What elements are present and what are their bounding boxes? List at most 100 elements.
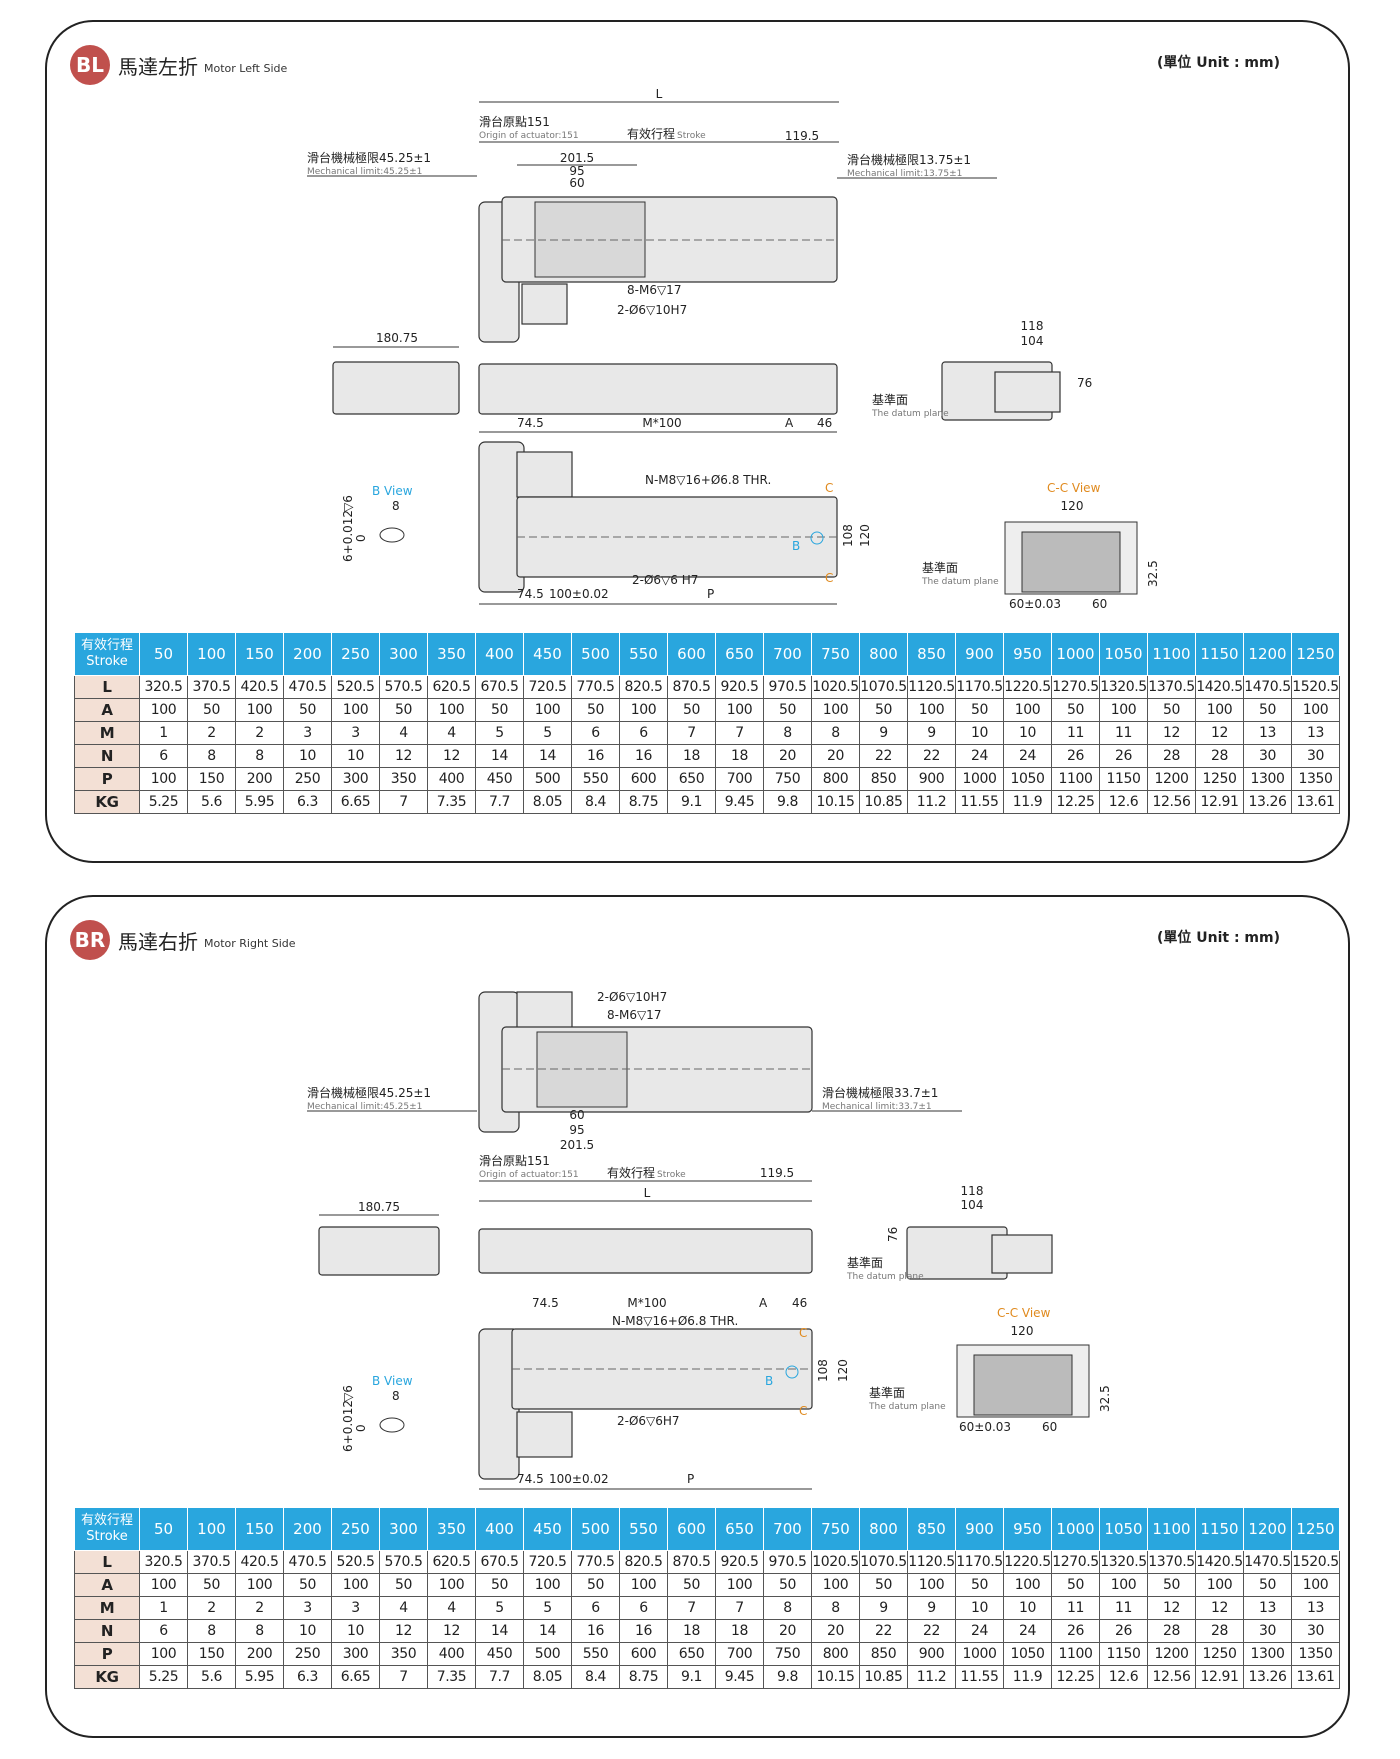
dim-119-5: 119.5 — [785, 129, 819, 143]
table-cell: 420.5 — [235, 1550, 284, 1574]
table-cell: 5 — [523, 721, 572, 745]
table-cell: 370.5 — [187, 1550, 236, 1574]
table-cell: 10 — [1003, 1596, 1052, 1620]
table-cell: 100 — [427, 698, 476, 722]
table-cell: 12 — [427, 744, 476, 768]
datum-zh-2: 基準面 — [869, 1385, 905, 1400]
table-cell: 10 — [283, 1619, 332, 1643]
dim-m6: 8-M6▽17 — [627, 283, 681, 297]
dim-60-b: 60 — [1092, 597, 1107, 611]
table-cell: 900 — [907, 1642, 956, 1666]
table-cell: 7 — [379, 1665, 428, 1689]
table-cell: 6 — [139, 1619, 188, 1643]
dim-76: 76 — [886, 1227, 900, 1242]
dim-180-75: 180.75 — [358, 1200, 400, 1214]
table-cell: 8.05 — [523, 790, 572, 814]
datum-en: The datum plane — [871, 409, 949, 419]
mech-right-en: Mechanical limit:33.7±1 — [822, 1102, 932, 1112]
table-cell: 30 — [1291, 1619, 1340, 1643]
dim-120: 120 — [858, 524, 872, 547]
dim-6v6: 2-Ø6▽6H7 — [617, 1414, 680, 1428]
table-cell: 20 — [763, 1619, 812, 1643]
table-cell: 570.5 — [379, 675, 428, 699]
table-cell: 5.95 — [235, 790, 284, 814]
table-header-cell: 1200 — [1243, 632, 1292, 676]
table-cell: 8.75 — [619, 790, 668, 814]
table-cell: 22 — [907, 1619, 956, 1643]
table-header-cell: 400 — [475, 632, 524, 676]
table-header-cell: 700 — [763, 632, 812, 676]
datum-en-2: The datum plane — [868, 1402, 946, 1412]
stroke-zh: 有效行程 — [607, 1165, 655, 1180]
table-cell: 12 — [379, 744, 428, 768]
table-cell: 9 — [859, 1596, 908, 1620]
dim-201-5: 201.5 — [560, 1138, 594, 1152]
table-cell: 8.4 — [571, 790, 620, 814]
section-title-zh: 馬達左折 — [118, 54, 198, 79]
table-cell: 50 — [1147, 1573, 1196, 1597]
table-cell: 24 — [955, 744, 1004, 768]
table-cell: 600 — [619, 767, 668, 791]
table-cell: 8 — [235, 744, 284, 768]
b-view-label: B View — [372, 484, 413, 498]
stroke-en: Stroke — [677, 131, 706, 141]
row-label: P — [74, 1642, 140, 1666]
mech-right-zh: 滑台機械極限13.75±1 — [847, 152, 971, 167]
table-cell: 16 — [571, 1619, 620, 1643]
table-cell: 26 — [1051, 1619, 1100, 1643]
table-cell: 11 — [1051, 721, 1100, 745]
table-cell: 50 — [955, 1573, 1004, 1597]
table-cell: 50 — [475, 1573, 524, 1597]
table-cell: 1320.5 — [1099, 675, 1148, 699]
dim-6v6: 2-Ø6▽6 H7 — [632, 573, 698, 587]
table-cell: 50 — [1243, 1573, 1292, 1597]
table-cell: 50 — [571, 698, 620, 722]
table-cell: 16 — [619, 744, 668, 768]
table-cell: 18 — [715, 744, 764, 768]
dim-74-5: 74.5 — [532, 1296, 559, 1310]
stroke-label-zh: 有效行程 — [80, 1513, 133, 1528]
origin-en: Origin of actuator:151 — [479, 1170, 579, 1180]
table-cell: 500 — [523, 1642, 572, 1666]
table-cell: 22 — [907, 744, 956, 768]
tol-6: 6+0.012 — [341, 510, 355, 562]
table-cell: 100 — [427, 1573, 476, 1597]
table-cell: 50 — [1243, 698, 1292, 722]
dim-m100: M*100 — [627, 1296, 666, 1310]
table-header-cell: 1100 — [1147, 1507, 1196, 1551]
table-cell: 12.56 — [1147, 790, 1196, 814]
dim-118: 118 — [961, 1184, 984, 1198]
table-cell: 12 — [1195, 1596, 1244, 1620]
table-cell: 600 — [619, 1642, 668, 1666]
table-cell: 13 — [1243, 721, 1292, 745]
stroke-zh: 有效行程 — [627, 126, 675, 141]
table-cell: 50 — [1051, 1573, 1100, 1597]
table-cell: 10 — [283, 744, 332, 768]
dim-74-5-b: 74.5 — [517, 1472, 544, 1486]
table-cell: 13 — [1243, 1596, 1292, 1620]
table-cell: 970.5 — [763, 1550, 812, 1574]
table-cell: 770.5 — [571, 675, 620, 699]
mech-left-zh: 滑台機械極限45.25±1 — [307, 1085, 431, 1100]
table-cell: 850 — [859, 1642, 908, 1666]
table-cell: 700 — [715, 1642, 764, 1666]
table-cell: 100 — [811, 1573, 860, 1597]
mech-right-zh: 滑台機械極限33.7±1 — [822, 1085, 938, 1100]
table-cell: 6 — [619, 1596, 668, 1620]
table-cell: 650 — [667, 1642, 716, 1666]
dim-100-tol: 100±0.02 — [549, 587, 609, 601]
table-cell: 12 — [1147, 721, 1196, 745]
tol-0: 0 — [354, 534, 368, 542]
table-cell: 5.95 — [235, 1665, 284, 1689]
table-cell: 520.5 — [331, 675, 380, 699]
dim-cc-120: 120 — [1011, 1324, 1034, 1338]
table-cell: 8 — [187, 744, 236, 768]
table-cell: 400 — [427, 767, 476, 791]
table-cell: 100 — [1003, 1573, 1052, 1597]
table-cell: 100 — [1099, 698, 1148, 722]
table-cell: 1020.5 — [811, 1550, 860, 1574]
